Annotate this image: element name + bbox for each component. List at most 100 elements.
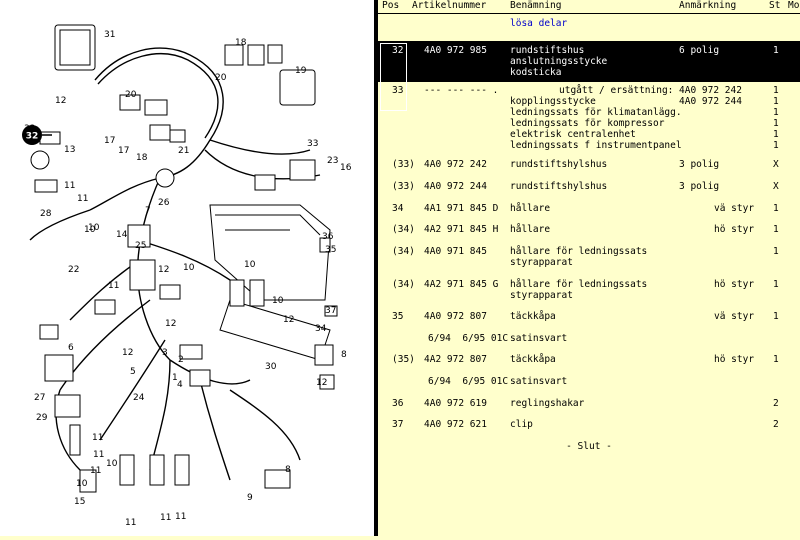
callout-label-30[interactable]: 30 bbox=[265, 362, 277, 372]
col-header-article[interactable]: Artikelnummer bbox=[412, 0, 487, 11]
callout-label-29[interactable]: 29 bbox=[36, 413, 48, 423]
col-header-st[interactable]: St bbox=[769, 0, 781, 11]
callout-label-27[interactable]: 27 bbox=[34, 393, 45, 403]
callout-label-6[interactable]: 6 bbox=[68, 343, 74, 353]
callout-label-13[interactable]: 13 bbox=[64, 145, 75, 155]
callout-label-11[interactable]: 11 bbox=[93, 450, 104, 460]
callout-label-17[interactable]: 17 bbox=[104, 136, 115, 146]
callout-label-35[interactable]: 35 bbox=[325, 245, 336, 255]
callout-label-10[interactable]: 10 bbox=[106, 459, 118, 469]
callout-label-1[interactable]: 1 bbox=[172, 373, 178, 383]
callout-label-36[interactable]: 36 bbox=[322, 232, 334, 242]
callout-label-4[interactable]: 4 bbox=[177, 380, 183, 390]
callout-label-18[interactable]: 18 bbox=[235, 38, 247, 48]
selection-box bbox=[380, 43, 407, 111]
callout-label-8[interactable]: 8 bbox=[285, 465, 291, 475]
highlighted-callout-32[interactable]: 32 bbox=[22, 125, 52, 145]
callout-label-12[interactable]: 12 bbox=[122, 348, 133, 358]
row-pos: (33) bbox=[392, 159, 415, 170]
callout-label-8[interactable]: 8 bbox=[341, 350, 347, 360]
callout-label-12[interactable]: 12 bbox=[158, 265, 169, 275]
callout-label-12[interactable]: 12 bbox=[283, 315, 294, 325]
callout-label-21[interactable]: 21 bbox=[178, 146, 189, 156]
callout-label-12[interactable]: 12 bbox=[165, 319, 176, 329]
callout-label-15[interactable]: 15 bbox=[74, 497, 85, 507]
callout-label-10[interactable]: 10 bbox=[272, 296, 284, 306]
callout-label-12[interactable]: 12 bbox=[316, 378, 327, 388]
callout-label-10[interactable]: 10 bbox=[183, 263, 195, 273]
row-name: elektrisk centralenhet bbox=[510, 129, 636, 140]
callout-label-25[interactable]: 25 bbox=[135, 241, 146, 251]
callout-label-11[interactable]: 11 bbox=[77, 194, 88, 204]
callout-label-11[interactable]: 11 bbox=[160, 513, 171, 523]
col-header-pos[interactable]: Pos bbox=[382, 0, 400, 11]
callout-label-22[interactable]: 22 bbox=[68, 265, 79, 275]
callout-label-10[interactable]: 10 bbox=[76, 479, 88, 489]
callout-label-10[interactable]: 10 bbox=[84, 225, 96, 235]
callout-label-14[interactable]: 14 bbox=[116, 230, 128, 240]
callout-label-9[interactable]: 9 bbox=[247, 493, 253, 503]
row-name: satinsvart bbox=[510, 376, 568, 387]
callout-label-16[interactable]: 16 bbox=[340, 163, 352, 173]
row-remark: hö styr bbox=[714, 354, 755, 365]
callout-label-23[interactable]: 23 bbox=[327, 156, 338, 166]
callout-label-10[interactable]: 10 bbox=[88, 223, 100, 233]
callout-label-11[interactable]: 11 bbox=[125, 518, 136, 528]
parts-row[interactable]: 33--- --- --- .utgått / ersättning:koppl… bbox=[378, 85, 800, 151]
row-pos: 34 bbox=[392, 203, 404, 214]
callout-label-12[interactable]: 12 bbox=[55, 96, 66, 106]
callout-label-20[interactable]: 20 bbox=[125, 90, 137, 100]
exploded-parts-diagram[interactable]: 3118192012202132131717182633231611111028… bbox=[0, 0, 374, 536]
row-remark: vä styr bbox=[714, 311, 755, 322]
loose-parts-label[interactable]: lösa delar bbox=[510, 18, 568, 29]
callout-label-3[interactable]: 3 bbox=[162, 348, 168, 358]
callout-label-34[interactable]: 34 bbox=[315, 324, 327, 334]
callout-label-28[interactable]: 28 bbox=[40, 209, 52, 219]
row-article: 4A1 971 845 D bbox=[424, 203, 499, 214]
pane-divider[interactable] bbox=[374, 0, 378, 536]
callout-label-31[interactable]: 31 bbox=[104, 30, 115, 40]
row-qty: 1 bbox=[773, 311, 779, 322]
callout-label-17[interactable]: 17 bbox=[118, 146, 129, 156]
callout-label-20[interactable]: 20 bbox=[215, 73, 227, 83]
col-header-mo[interactable]: Mo bbox=[788, 0, 800, 11]
callout-label-37[interactable]: 37 bbox=[325, 306, 336, 316]
parts-list-panel: Pos Artikelnummer Benämning Anmärkning S… bbox=[378, 0, 800, 536]
callout-label-11[interactable]: 11 bbox=[90, 466, 101, 476]
callout-label-11[interactable]: 11 bbox=[108, 281, 119, 291]
row-remark: 4A0 972 244 bbox=[679, 96, 742, 107]
row-article: 6/94 6/95 01C bbox=[428, 333, 509, 344]
col-header-name[interactable]: Benämning bbox=[510, 0, 562, 11]
header-separator bbox=[378, 13, 800, 14]
end-marker: - Slut - bbox=[566, 441, 612, 452]
callout-label-2[interactable]: 2 bbox=[178, 355, 184, 365]
callout-label-24[interactable]: 24 bbox=[133, 393, 145, 403]
callout-label-5[interactable]: 5 bbox=[130, 367, 136, 377]
callout-label-7[interactable]: 7 bbox=[145, 206, 151, 216]
row-qty: 1 bbox=[773, 203, 779, 214]
row-name: reglingshakar bbox=[510, 398, 585, 409]
callout-label-11[interactable]: 11 bbox=[92, 433, 103, 443]
callout-label-11[interactable]: 11 bbox=[64, 181, 75, 191]
callout-label-10[interactable]: 10 bbox=[244, 260, 256, 270]
callout-label-11[interactable]: 11 bbox=[175, 512, 186, 522]
callout-label-19[interactable]: 19 bbox=[295, 66, 307, 76]
callout-label-18[interactable]: 18 bbox=[136, 153, 148, 163]
row-name: rundstiftshylshus bbox=[510, 159, 608, 170]
callout-label-26[interactable]: 26 bbox=[158, 198, 170, 208]
callout-label-33[interactable]: 33 bbox=[307, 139, 318, 149]
col-header-remark[interactable]: Anmärkning bbox=[679, 0, 737, 11]
